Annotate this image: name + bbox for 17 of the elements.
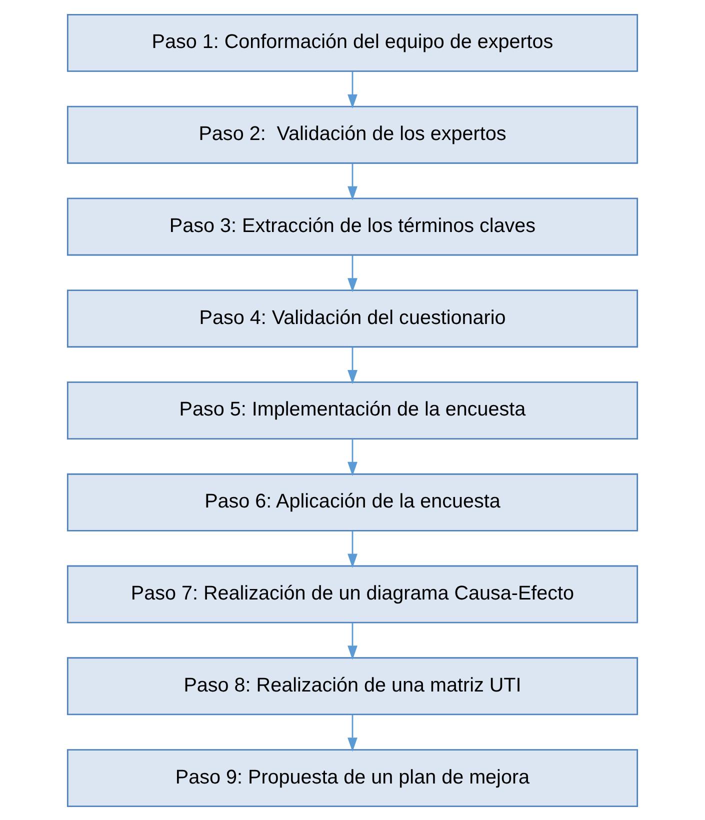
arrow xyxy=(348,162,358,200)
arrow xyxy=(348,530,358,568)
arrow xyxy=(348,254,358,292)
node-box: Paso 2: Validación de los expertos xyxy=(66,105,638,164)
node-box: Paso 8: Realización de una matriz UTI xyxy=(66,656,638,715)
node-box: Paso 3: Extracción de los términos claves xyxy=(66,197,638,256)
arrow xyxy=(348,714,358,752)
node-box: Paso 1: Conformación del equipo de expertos xyxy=(66,13,638,72)
node-box: Paso 7: Realización de un diagrama Causa-Efecto xyxy=(66,564,638,623)
arrow xyxy=(348,622,358,660)
arrow xyxy=(348,71,358,108)
arrow xyxy=(348,438,358,476)
node-box: Paso 4: Validación del cuestionario xyxy=(66,289,638,348)
node-box: Paso 6: Aplicación de la encuesta xyxy=(66,472,638,531)
node-box: Paso 5: Implementación de la encuesta xyxy=(66,381,638,439)
arrow xyxy=(348,346,358,384)
node-box: Paso 9: Propuesta de un plan de mejora xyxy=(66,748,638,807)
